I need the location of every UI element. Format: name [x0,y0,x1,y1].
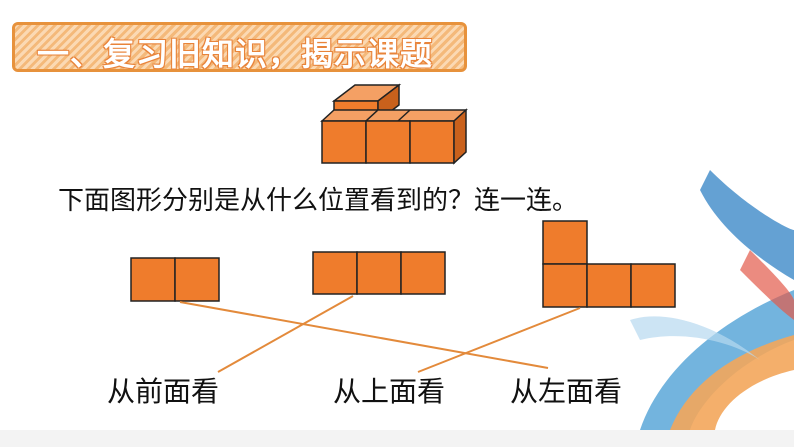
title-banner: 一、复习旧知识，揭示课题 [12,22,467,73]
label-from-front: 从前面看 [107,375,220,408]
line-two-squares-to-left [179,301,549,369]
view-shape-two-squares [130,257,220,302]
line-three-squares-to-front [217,295,354,373]
slide-title: 一、复习旧知识，揭示课题 [37,35,434,73]
view-shape-three-squares [312,251,446,295]
line-l-shape-to-top [417,307,581,373]
decorative-ribbon-swirl [630,170,794,430]
3d-cube-structure [320,83,468,165]
label-from-left: 从左面看 [510,375,623,408]
bottom-strip [0,430,794,447]
view-shape-l-shape [542,220,676,308]
label-from-top: 从上面看 [333,375,446,408]
connecting-lines [179,295,581,373]
question-text: 下面图形分别是从什么位置看到的？连一连。 [58,186,579,216]
